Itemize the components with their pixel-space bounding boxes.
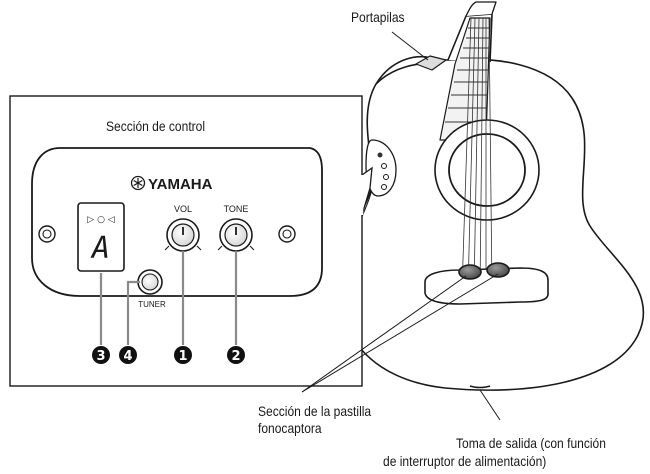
side-control-panel	[365, 139, 397, 197]
pickup-section-label-line2: fonocaptora	[258, 420, 322, 436]
tuner-label: TUNER	[138, 300, 166, 309]
callout-markers: 3 4 1 2	[92, 346, 245, 364]
pickup-saddle-right	[486, 262, 510, 278]
callout-2-number: 2	[231, 349, 240, 364]
battery-holder	[415, 55, 447, 71]
output-jack-label-line1: Toma de salida (con función	[456, 435, 606, 451]
bridge	[424, 267, 549, 305]
pickup-section-label-line1: Sección de la pastilla	[258, 403, 372, 419]
screw-left	[38, 225, 56, 243]
screw-right	[278, 225, 296, 243]
callout-2	[227, 346, 245, 364]
label-leaders	[301, 31, 501, 421]
callout-1-number: 1	[178, 349, 187, 364]
tuner-button	[137, 269, 163, 295]
output-jack-label-line2: de interruptor de alimentación)	[383, 453, 547, 469]
sound-hole	[448, 133, 526, 207]
tuner-display	[77, 202, 125, 272]
tuner-indicators: ▷ ○ ◁	[87, 215, 114, 225]
yamaha-logo-icon	[130, 175, 146, 191]
vol-knob	[164, 218, 202, 252]
guitar	[338, 1, 645, 391]
pickup-saddle-left	[458, 264, 482, 280]
control-section-label: Sección de control	[106, 118, 206, 134]
callout-3	[92, 346, 110, 364]
control-plate	[31, 147, 323, 297]
vol-label: VOL	[174, 204, 192, 214]
callout-3-number: 3	[96, 349, 105, 364]
callout-4	[119, 346, 137, 364]
callout-1	[174, 346, 192, 364]
tuner-display-note: A	[90, 231, 110, 266]
output-jack	[469, 385, 491, 389]
callout-4-number: 4	[123, 349, 132, 364]
brand-label: YAMAHA	[148, 176, 213, 193]
callout-leaders	[99, 251, 238, 345]
battery-holder-label: Portapilas	[351, 9, 405, 25]
tone-label: TONE	[224, 204, 249, 214]
